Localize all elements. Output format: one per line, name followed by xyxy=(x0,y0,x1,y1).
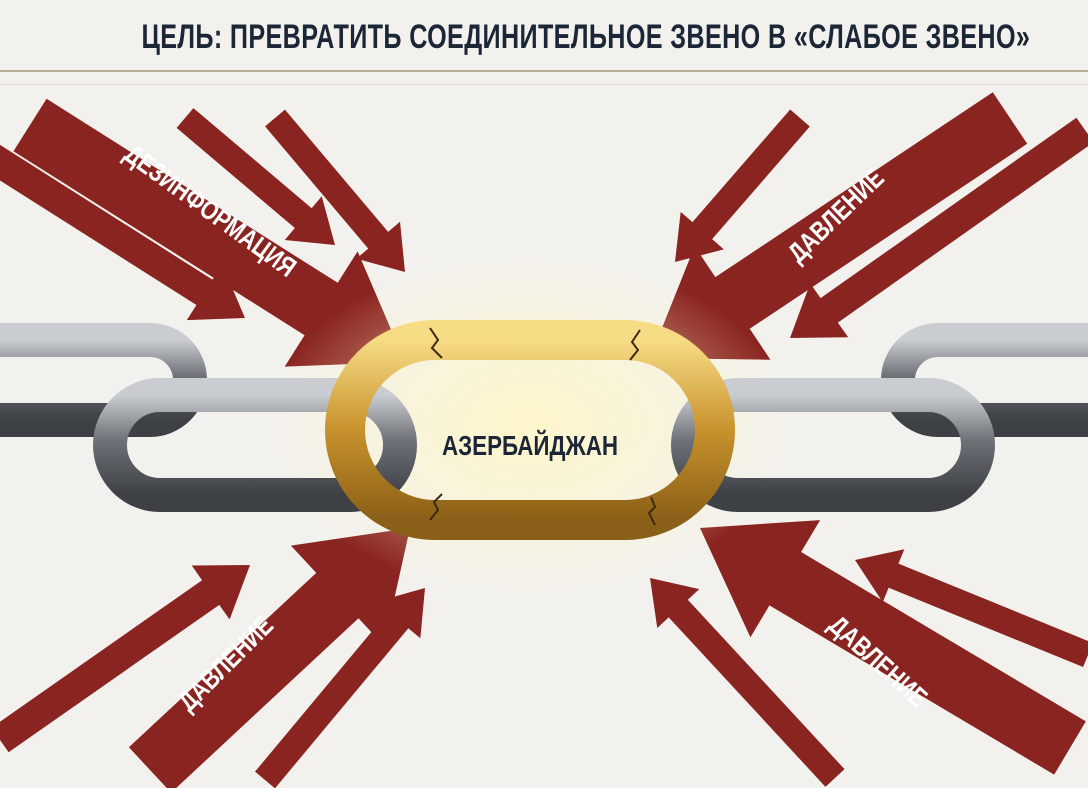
title-divider-thin xyxy=(0,84,1088,85)
arrow-7 xyxy=(0,565,250,753)
arrow-11 xyxy=(700,520,1086,775)
page-title: ЦЕЛЬ: ПРЕВРАТИТЬ СОЕДИНИТЕЛЬНОЕ ЗВЕНО В … xyxy=(141,18,1031,56)
arrow-5 xyxy=(650,92,1028,360)
arrow-1 xyxy=(13,98,406,367)
cracks xyxy=(429,327,657,526)
title-divider xyxy=(0,70,1088,72)
arrow-9 xyxy=(255,588,425,788)
arrow-12 xyxy=(855,549,1088,668)
left-inner-link xyxy=(93,378,417,512)
arrow-0 xyxy=(0,144,245,321)
arrow-3 xyxy=(265,109,405,273)
arrow-6 xyxy=(790,117,1088,338)
center-link-label: АЗЕРБАЙДЖАН xyxy=(442,428,618,461)
arrow-2 xyxy=(176,108,335,245)
arrow-10 xyxy=(650,578,845,787)
pressure-arrows xyxy=(0,92,1088,788)
arrow-8 xyxy=(128,528,410,788)
right-inner-link xyxy=(671,378,995,512)
gold-weak-link xyxy=(325,320,735,540)
arrow-4 xyxy=(675,109,810,262)
